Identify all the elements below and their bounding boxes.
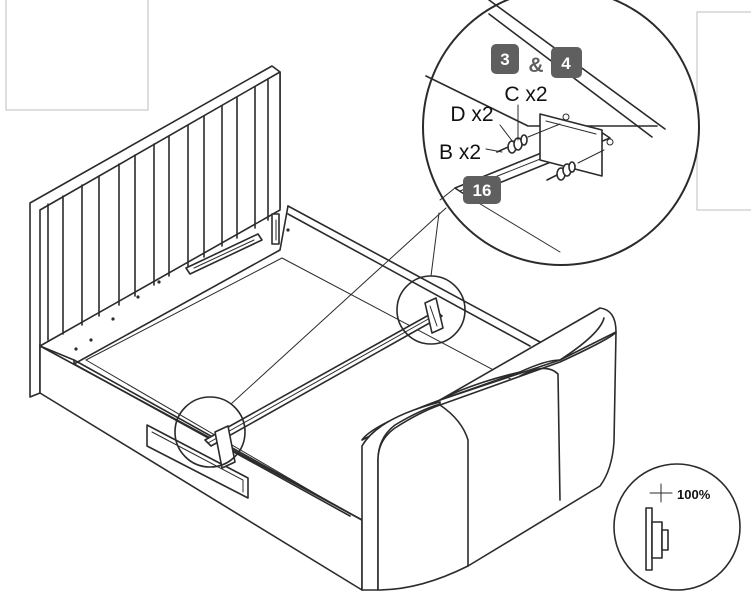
step-badge-a: 3: [491, 44, 519, 74]
scale-indicator: 100%: [613, 463, 741, 591]
headboard: [29, 65, 281, 398]
part-label-b: B x2: [439, 141, 481, 164]
fixing-holes: [74, 228, 290, 351]
bolt-lower: [546, 149, 605, 181]
step-badge-b-text: 4: [561, 54, 571, 73]
bed-base: [39, 205, 541, 591]
headboard-bracket: [185, 213, 280, 275]
part-label-d: D x2: [450, 103, 493, 126]
headboard-channels: [47, 78, 269, 341]
part-number-badge: 16: [463, 176, 501, 204]
callout-circles: [174, 207, 466, 468]
zoom-detail: [422, 0, 700, 266]
step-badge-b: 4: [551, 47, 582, 78]
part-label-c: C x2: [504, 83, 547, 106]
step-badge-a-text: 3: [500, 50, 509, 69]
ampersand: &: [528, 54, 543, 77]
center-rail: [204, 297, 444, 469]
part-number-text: 16: [473, 181, 492, 200]
footboard: [361, 307, 617, 591]
scale-label: 100%: [677, 487, 711, 502]
